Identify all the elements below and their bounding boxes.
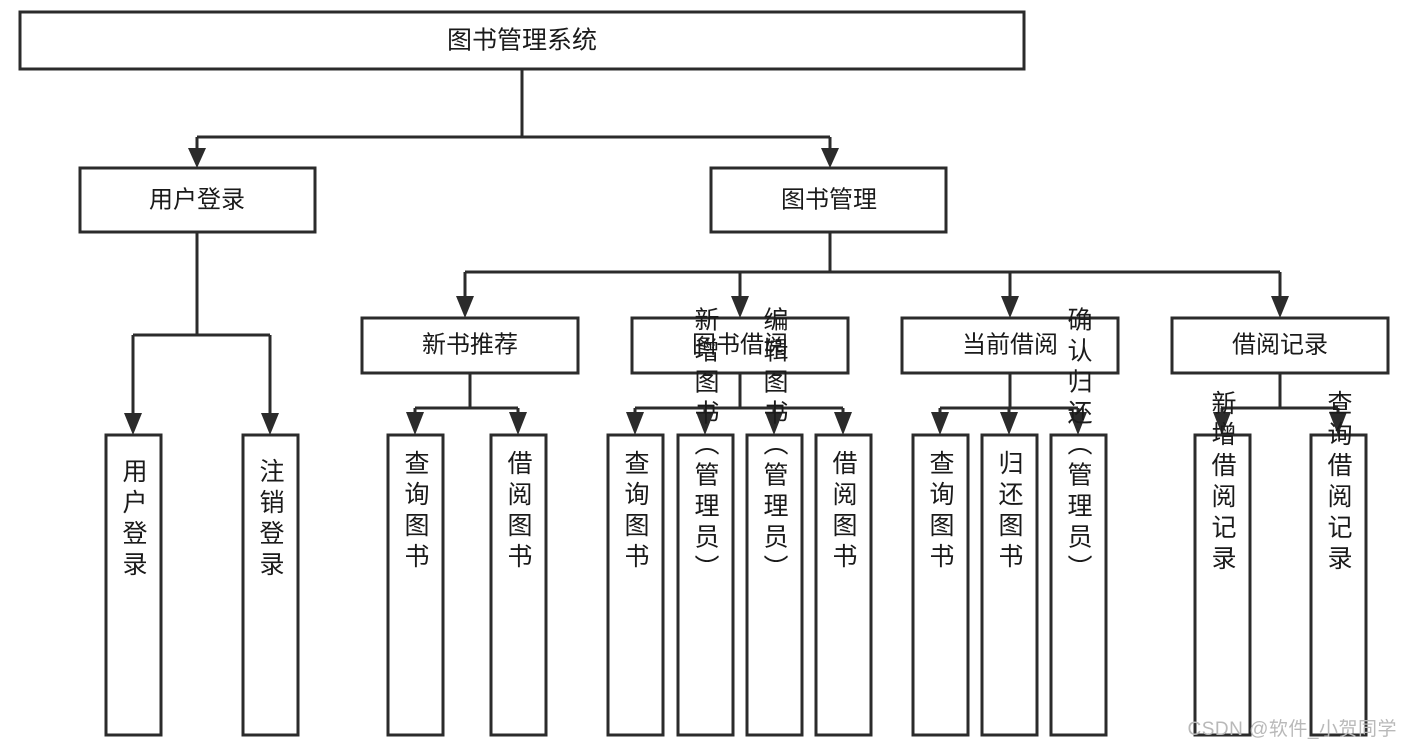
leaf-confirm-return-label: 确认归还（管理员） — [1064, 307, 1093, 586]
arrow-head-leaf-borrow-book-2 — [834, 412, 852, 435]
node-borrow-record[interactable]: 借阅记录 — [1170, 316, 1390, 375]
node-current-borrow-box[interactable] — [900, 316, 1120, 375]
leaf-query-book-1-label: 查询图书 — [401, 450, 430, 574]
leaf-query-book-3-label: 查询图书 — [926, 450, 955, 574]
leaf-add-record[interactable]: 新增借阅记录 — [1193, 390, 1252, 737]
leaf-edit-book-label: 编辑图书（管理员） — [760, 307, 789, 586]
leaf-user-login[interactable]: 用户登录 — [104, 433, 163, 737]
arrow-head-leaf-return-book — [1000, 412, 1018, 435]
leaf-add-record-box[interactable] — [1193, 433, 1252, 737]
leaf-borrow-book-2-label: 借阅图书 — [829, 450, 858, 574]
leaf-add-book-box[interactable] — [676, 433, 735, 737]
node-book-management[interactable]: 图书管理 — [709, 166, 948, 234]
leaf-query-book-2-box[interactable] — [606, 433, 665, 737]
leaf-confirm-return-box[interactable] — [1049, 433, 1108, 737]
node-root-label: 图书管理系统 — [447, 27, 597, 55]
node-user-login-box[interactable] — [78, 166, 317, 234]
leaf-edit-book-box[interactable] — [745, 433, 804, 737]
leaf-query-book-3[interactable]: 查询图书 — [911, 433, 970, 737]
node-new-book-recommend-label: 新书推荐 — [422, 331, 518, 358]
leaf-return-book-box[interactable] — [980, 433, 1039, 737]
arrow-head-leaf-borrow-book-1 — [509, 412, 527, 435]
leaf-borrow-book-1-label: 借阅图书 — [504, 450, 533, 574]
arrow-head-leaf-query-record — [1329, 412, 1347, 435]
node-book-borrow-box[interactable] — [630, 316, 850, 375]
node-user-login-label: 用户登录 — [149, 186, 245, 213]
node-new-book-recommend-box[interactable] — [360, 316, 580, 375]
leaf-query-record-box[interactable] — [1309, 433, 1368, 737]
leaf-query-record-label: 查询借阅记录 — [1324, 390, 1353, 576]
arrow-head-leaf-user-login — [124, 413, 142, 435]
node-book-borrow[interactable]: 图书借阅 — [630, 316, 850, 375]
node-new-book-recommend[interactable]: 新书推荐 — [360, 316, 580, 375]
node-borrow-record-label: 借阅记录 — [1232, 331, 1328, 358]
leaf-logout-login-box[interactable] — [241, 433, 300, 737]
arrow-head-leaf-add-book — [696, 412, 714, 435]
leaf-user-login-label: 用户登录 — [119, 458, 148, 582]
node-current-borrow[interactable]: 当前借阅 — [900, 316, 1120, 375]
arrow-head-leaf-query-book-1 — [406, 412, 424, 435]
node-current-borrow-label: 当前借阅 — [962, 331, 1058, 358]
arrow-head-current-borrow — [1001, 296, 1019, 318]
arrow-head-new-book-recommend — [456, 296, 474, 318]
leaf-add-book[interactable]: 新增图书（管理员） — [676, 307, 735, 737]
node-book-management-label: 图书管理 — [781, 186, 877, 213]
arrow-head-leaf-query-book-3 — [931, 412, 949, 435]
leaf-query-record[interactable]: 查询借阅记录 — [1309, 390, 1368, 737]
node-root[interactable]: 图书管理系统 — [18, 10, 1026, 71]
arrow-head-user-login — [188, 148, 206, 168]
leaf-borrow-book-1-box[interactable] — [489, 433, 548, 737]
leaf-add-record-label: 新增借阅记录 — [1208, 390, 1237, 576]
leaf-borrow-book-1[interactable]: 借阅图书 — [489, 433, 548, 737]
node-borrow-record-box[interactable] — [1170, 316, 1390, 375]
leaf-query-book-1[interactable]: 查询图书 — [386, 433, 445, 737]
leaf-query-book-2[interactable]: 查询图书 — [606, 433, 665, 737]
leaf-confirm-return[interactable]: 确认归还（管理员） — [1049, 307, 1108, 737]
leaf-borrow-book-2-box[interactable] — [814, 433, 873, 737]
leaf-edit-book[interactable]: 编辑图书（管理员） — [745, 307, 804, 737]
leaf-return-book[interactable]: 归还图书 — [980, 433, 1039, 737]
leaf-logout-login-label: 注销登录 — [256, 458, 285, 582]
leaf-logout-login[interactable]: 注销登录 — [241, 433, 300, 737]
arrow-head-borrow-record — [1271, 296, 1289, 318]
node-book-management-box[interactable] — [709, 166, 948, 234]
arrow-head-leaf-logout-login — [261, 413, 279, 435]
connector-layer — [124, 69, 1347, 435]
leaf-query-book-1-box[interactable] — [386, 433, 445, 737]
arrow-head-leaf-confirm-return — [1069, 412, 1087, 435]
arrow-head-book-borrow — [731, 296, 749, 318]
leaf-add-book-label: 新增图书（管理员） — [691, 307, 720, 586]
node-root-box[interactable] — [18, 10, 1026, 71]
node-user-login[interactable]: 用户登录 — [78, 166, 317, 234]
arrow-head-leaf-add-record — [1213, 412, 1231, 435]
arrow-head-book-management — [821, 148, 839, 168]
leaf-query-book-2-label: 查询图书 — [621, 450, 650, 574]
leaf-borrow-book-2[interactable]: 借阅图书 — [814, 433, 873, 737]
leaf-return-book-label: 归还图书 — [995, 450, 1024, 574]
leaf-query-book-3-box[interactable] — [911, 433, 970, 737]
arrow-head-leaf-query-book-2 — [626, 412, 644, 435]
leaf-user-login-box[interactable] — [104, 433, 163, 737]
node-book-borrow-label: 图书借阅 — [692, 331, 788, 358]
arrow-head-leaf-edit-book — [765, 412, 783, 435]
